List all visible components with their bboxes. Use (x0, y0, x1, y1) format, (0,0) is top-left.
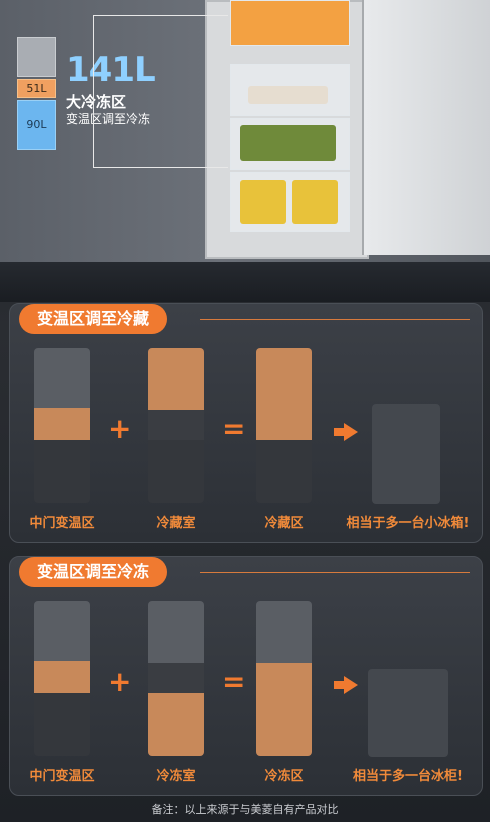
title-rule (200, 319, 470, 320)
arrow-icon (344, 676, 358, 694)
food-pack (292, 180, 338, 224)
floor (0, 262, 490, 302)
arrow-shaft (334, 428, 346, 436)
fridge-freezer-zone (256, 601, 312, 756)
fridge-variable-zone (34, 601, 90, 756)
zone-title: 大冷冻区 (66, 93, 127, 111)
fridge-door (362, 0, 490, 255)
section-freezer-panel: 变温区调至冷冻 + = 中门变温区 冷冻室 冷冻区 相当于多一台冰柜! (9, 556, 483, 796)
label-variable: 中门变温区 (29, 516, 95, 531)
fridge-freezer (148, 601, 204, 756)
top-drawer-oranges (230, 0, 350, 46)
footnote: 备注：以上来源于与美菱自有产品对比 (151, 803, 339, 816)
callout-line (93, 167, 228, 168)
chest-freezer (368, 669, 448, 757)
title-rule (200, 572, 470, 573)
capacity-bar-51: 51L (17, 79, 56, 98)
food-pack (248, 86, 328, 104)
label-equivalent: 相当于多一台冰柜! (353, 769, 463, 784)
label-freezer-zone: 冷冻区 (264, 769, 304, 784)
label-equivalent: 相当于多一台小冰箱! (346, 516, 470, 531)
capacity-bar-90: 90L (17, 100, 56, 150)
fridge-chiller (148, 348, 204, 503)
capacity-total: 141L (66, 50, 156, 90)
label-chiller: 冷藏室 (156, 516, 196, 531)
food-pack (240, 125, 336, 161)
label-variable: 中门变温区 (29, 769, 95, 784)
label-freezer: 冷冻室 (156, 769, 196, 784)
equals-sign: = (222, 412, 246, 445)
food-pack (240, 180, 286, 224)
section-title: 变温区调至冷冻 (19, 557, 168, 587)
label-chiller-zone: 冷藏区 (264, 516, 304, 531)
fridge-variable-zone (34, 348, 90, 503)
equals-sign: = (222, 665, 246, 698)
zone-subtitle: 变温区调至冷冻 (66, 112, 151, 126)
plus-sign: + (108, 412, 132, 445)
callout-line (93, 15, 94, 167)
callout-line (93, 15, 228, 16)
section-fridge-panel: 变温区调至冷藏 + = 中门变温区 冷藏室 冷藏区 相当于多一台小冰箱! (9, 303, 483, 543)
mini-fridge (372, 404, 440, 504)
fridge-chiller-zone (256, 348, 312, 503)
arrow-icon (344, 423, 358, 441)
plus-sign: + (108, 665, 132, 698)
arrow-shaft (334, 681, 346, 689)
capacity-bar-top (17, 37, 56, 77)
section-title: 变温区调至冷藏 (19, 304, 168, 334)
